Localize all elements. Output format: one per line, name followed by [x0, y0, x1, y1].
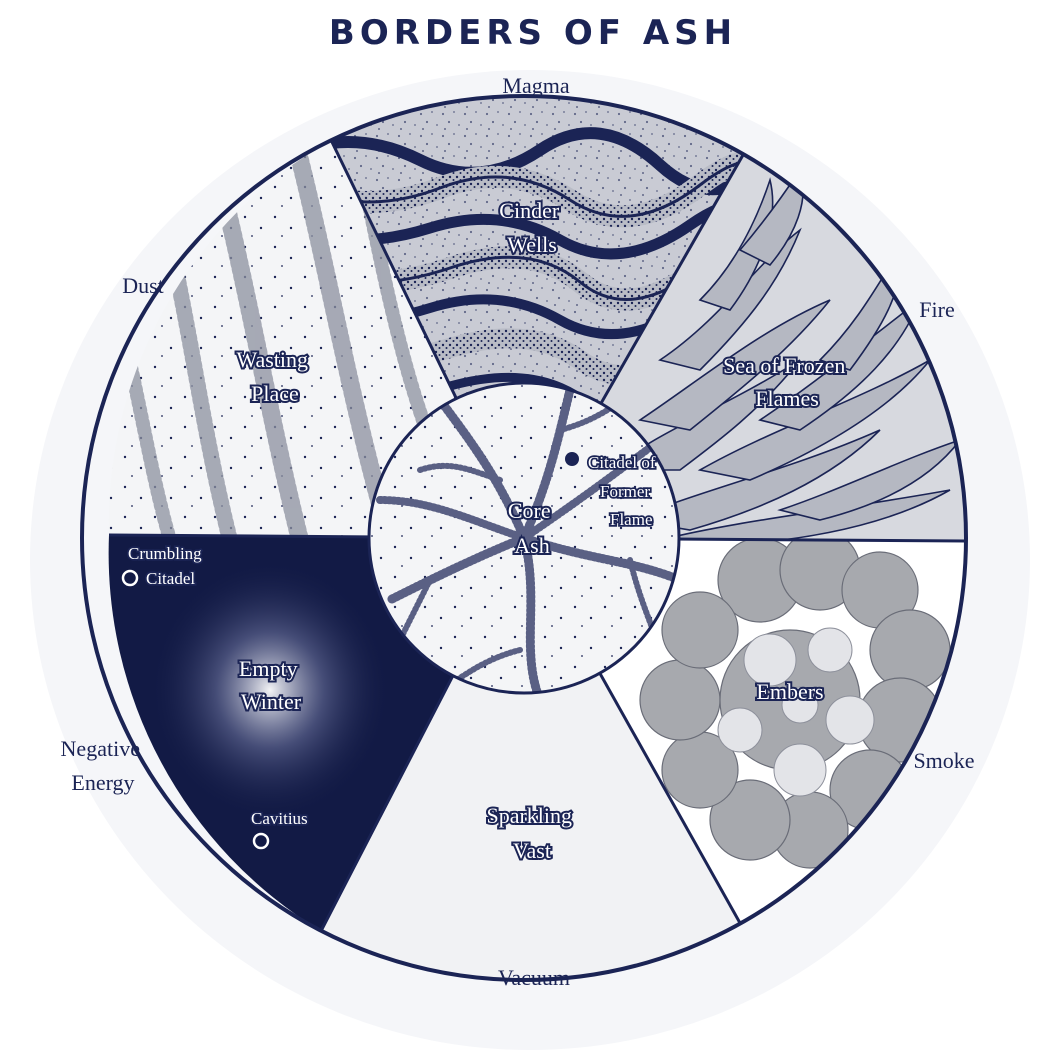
region-cinder-wells: Cinder Wells: [499, 198, 564, 257]
label-negative-energy: Negative Energy: [61, 736, 146, 795]
site-label-citadel-of-former-flame: Citadel of Former Flame: [588, 453, 660, 529]
core-ash: [367, 381, 681, 695]
label-dust: Dust: [122, 273, 164, 298]
site-cavitius: Cavitius: [249, 807, 309, 850]
site-label-crumbling-citadel: Crumbling Citadel: [128, 544, 206, 588]
core-ring: [367, 381, 681, 695]
outer-ring: [80, 94, 968, 982]
region-sparkling-vast: Sparkling Vast: [486, 803, 577, 863]
frozen-flame-shapes: [607, 168, 963, 541]
site-marker-open: [121, 569, 139, 587]
label-fire: Fire: [919, 297, 954, 322]
site-label-cavitius: Cavitius: [251, 809, 308, 828]
region-empty-winter: Empty Winter: [239, 656, 303, 714]
winter-glow: [150, 560, 390, 820]
map-title: BORDERS OF ASH: [329, 13, 737, 53]
region-wasting-place: Wasting Place: [236, 347, 313, 406]
site-marker-open: [252, 832, 270, 850]
region-core-ash: Core Ash: [508, 498, 556, 558]
region-sea-of-frozen-flames: Sea of Frozen Flames: [723, 353, 851, 411]
label-smoke: Smoke: [913, 748, 974, 773]
label-vacuum: Vacuum: [498, 965, 570, 990]
region-embers: Embers: [756, 679, 823, 704]
vacuum-fill: [321, 538, 740, 980]
site-marker-filled: [565, 452, 579, 466]
label-magma: Magma: [502, 73, 569, 98]
site-citadel-of-former-flame: Citadel of Former Flame: [565, 451, 660, 531]
site-crumbling-citadel: Crumbling Citadel: [121, 542, 206, 590]
sector-vacuum: [321, 538, 740, 980]
